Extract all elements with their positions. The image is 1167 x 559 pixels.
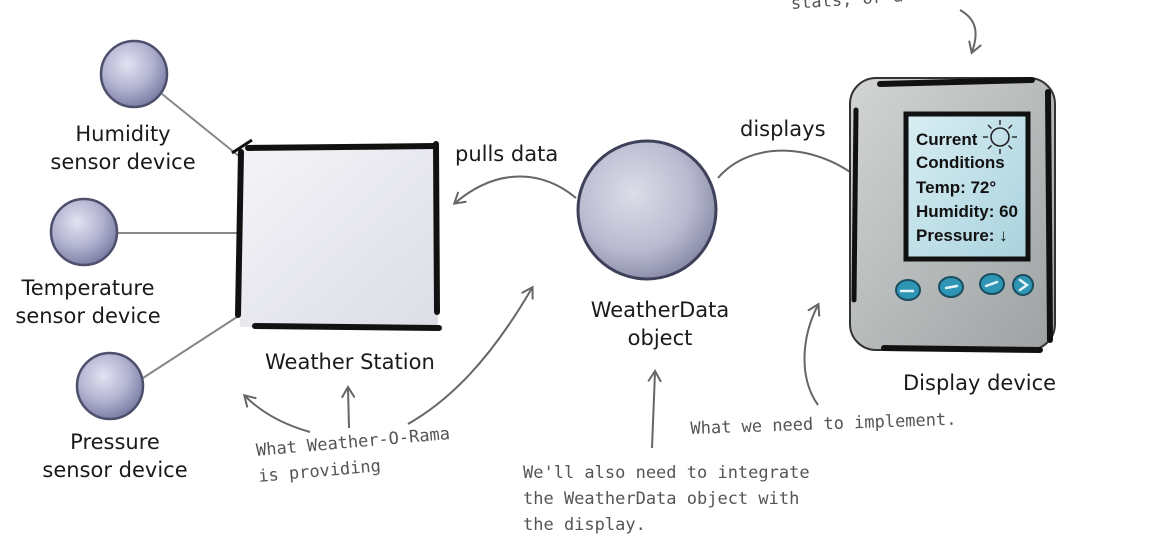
screen-line-current: Current [916, 130, 978, 149]
screen-line-pressure: Pressure: ↓ [916, 226, 1008, 245]
sun-icon [983, 120, 1017, 154]
humidity-connector [161, 93, 241, 158]
temperature-sensor-label: Temperature sensor device [15, 276, 161, 328]
weather-station-box [231, 138, 442, 331]
displays-label: displays [740, 117, 826, 141]
pulls-data-label: pulls data [455, 142, 559, 166]
pressure-connector [142, 314, 241, 379]
displays-arrow [717, 149, 873, 191]
weatherdata-label: WeatherData object [590, 298, 730, 350]
provided-arrow-left [242, 393, 311, 433]
implement-arrow [803, 302, 821, 406]
weather-station-label: Weather Station [265, 350, 435, 374]
device-screen [903, 111, 1031, 262]
humidity-sensor-label: Humidity sensor device [50, 122, 196, 174]
integrate-note: We'll also need to integrate the Weather… [523, 463, 810, 535]
integrate-arrow [647, 369, 662, 449]
screen-line-conditions: Conditions [916, 153, 1005, 172]
screen-line-humidity: Humidity: 60 [916, 202, 1019, 221]
weatherdata-object-circle [576, 139, 718, 281]
provided-arrow-to-weatherdata [407, 285, 534, 425]
pressure-sensor-label: Pressure sensor device [42, 430, 188, 482]
pulls-data-arrow [452, 175, 577, 205]
device-button-4 [1012, 274, 1034, 296]
display-device-label: Display device [903, 371, 1057, 395]
temperature-sensor [49, 197, 119, 267]
provided-arrow-to-station [341, 385, 356, 429]
top-note-arrow [959, 9, 982, 55]
screen-line-temp: Temp: 72° [916, 178, 997, 197]
humidity-sensor [99, 39, 169, 109]
pressure-sensor [75, 351, 145, 421]
